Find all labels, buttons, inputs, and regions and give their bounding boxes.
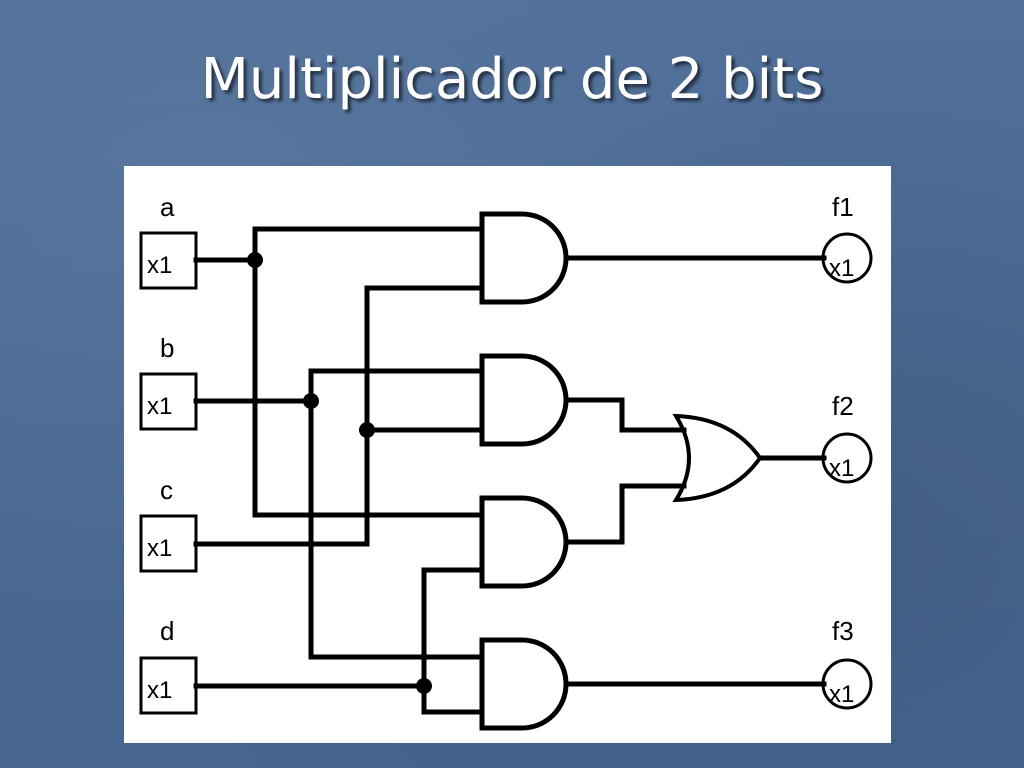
output-f2-probe xyxy=(821,432,873,484)
wire-a-to-and3 xyxy=(252,257,485,518)
or-gate xyxy=(672,413,763,503)
output-f3-label: f3 xyxy=(832,616,854,646)
wire-b-to-and2 xyxy=(308,368,485,404)
output-f1-probe xyxy=(821,232,873,284)
junction-a xyxy=(247,252,263,268)
and-gate-1 xyxy=(479,211,569,305)
and-gate-4 xyxy=(479,637,569,731)
wire-b-to-and4 xyxy=(308,398,485,660)
and-gate-3 xyxy=(479,495,569,589)
output-f3-probe xyxy=(821,658,873,710)
wire-c-to-and1 xyxy=(193,285,485,547)
input-c-box-text: x1 xyxy=(147,535,172,562)
circuit-diagram: a b c d x1 x1 x1 x1 f1 f2 f3 x1 x1 x1 xyxy=(124,166,891,743)
input-d-label: d xyxy=(160,616,174,646)
junction-c xyxy=(359,422,375,438)
wire-and3-to-or xyxy=(563,483,687,545)
input-a-box-text: x1 xyxy=(147,252,172,279)
slide-title: Multiplicador de 2 bits xyxy=(200,47,824,112)
circuit-svg: a b c d x1 x1 x1 x1 f1 f2 f3 x1 x1 x1 xyxy=(139,192,873,731)
output-f3-probe-text: x1 xyxy=(829,681,854,708)
output-f1-label: f1 xyxy=(832,192,854,222)
input-b-box-text: x1 xyxy=(147,393,172,420)
output-f1-probe-text: x1 xyxy=(829,255,854,282)
input-a-label: a xyxy=(160,192,175,222)
output-f2-label: f2 xyxy=(832,391,854,421)
junction-b xyxy=(303,393,319,409)
output-f2-probe-text: x1 xyxy=(829,455,854,482)
input-d-box-text: x1 xyxy=(147,677,172,704)
wire-a-to-and1 xyxy=(252,226,485,263)
input-c-label: c xyxy=(160,475,173,505)
wire-d-to-and3 xyxy=(421,567,485,689)
junction-d xyxy=(416,678,432,694)
wire-and2-to-or xyxy=(563,397,687,433)
wire-d-to-and4 xyxy=(421,683,485,715)
input-b-label: b xyxy=(160,333,174,363)
and-gate-2 xyxy=(479,353,569,447)
